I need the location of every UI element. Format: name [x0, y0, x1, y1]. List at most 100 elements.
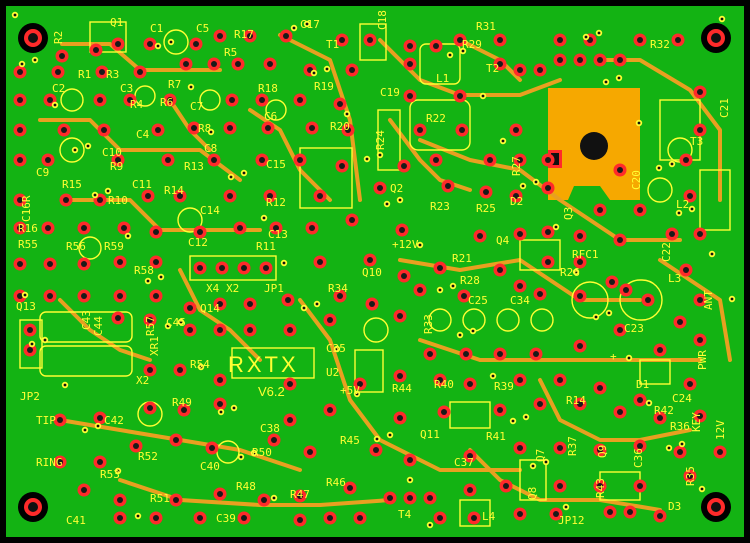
through-hole-pad	[363, 253, 377, 267]
component-designator: PWR	[696, 350, 709, 370]
through-hole-pad	[613, 233, 627, 247]
component-designator: KEY	[690, 412, 703, 432]
through-hole-pad	[513, 63, 527, 77]
through-hole-pad	[593, 203, 607, 217]
through-hole-pad	[173, 363, 187, 377]
through-hole-pad	[111, 153, 125, 167]
through-hole-pad	[207, 57, 221, 71]
component-designator: C17	[300, 18, 320, 31]
component-designator: R24	[374, 130, 387, 150]
through-hole-pad	[437, 405, 451, 419]
component-designator: Q2	[390, 182, 403, 195]
through-hole-pad	[455, 123, 469, 137]
through-hole-pad	[269, 221, 283, 235]
component-designator: C16R	[20, 195, 33, 222]
through-hole-pad	[341, 123, 355, 137]
through-hole-pad	[305, 121, 319, 135]
through-hole-pad	[111, 311, 125, 325]
component-designator: R34	[328, 282, 348, 295]
through-hole-pad	[255, 153, 269, 167]
through-hole-pad	[593, 479, 607, 493]
through-hole-pad	[233, 221, 247, 235]
through-hole-pad	[213, 297, 227, 311]
component-designator: R29	[462, 38, 482, 51]
through-hole-pad	[13, 65, 27, 79]
component-designator: R45	[340, 434, 360, 447]
through-hole-pad	[413, 283, 427, 297]
through-hole-pad	[533, 287, 547, 301]
through-hole-pad	[93, 411, 107, 425]
component-designator: T1	[326, 38, 339, 51]
component-designator: RING	[36, 456, 63, 469]
through-hole-pad	[373, 181, 387, 195]
through-hole-pad	[393, 309, 407, 323]
through-hole-pad	[513, 279, 527, 293]
through-hole-pad	[77, 257, 91, 271]
through-hole-pad	[613, 163, 627, 177]
component-designator: C19	[380, 86, 400, 99]
component-designator: X2	[226, 282, 239, 295]
component-designator: R11	[256, 240, 276, 253]
component-designator: R23	[430, 200, 450, 213]
through-hole-pad	[231, 57, 245, 71]
component-designator: C23	[624, 322, 644, 335]
component-designator: Q14	[200, 302, 220, 315]
through-hole-pad	[213, 487, 227, 501]
through-hole-pad	[149, 225, 163, 239]
component-designator: C15	[266, 158, 286, 171]
through-hole-pad	[305, 221, 319, 235]
through-hole-pad	[133, 65, 147, 79]
through-hole-pad	[623, 505, 637, 519]
component-designator: D1	[636, 378, 649, 391]
component-designator: R26	[560, 266, 580, 279]
through-hole-pad	[143, 401, 157, 415]
through-hole-pad	[169, 493, 183, 507]
component-designator: R50	[252, 446, 272, 459]
through-hole-pad	[353, 511, 367, 525]
through-hole-pad	[345, 213, 359, 227]
component-designator: R46	[326, 476, 346, 489]
component-designator: R57	[144, 316, 157, 336]
through-hole-pad	[43, 257, 57, 271]
through-hole-pad	[343, 481, 357, 495]
through-hole-pad	[243, 323, 257, 337]
through-hole-pad	[283, 323, 297, 337]
through-hole-pad	[293, 93, 307, 107]
through-hole-pad	[163, 93, 177, 107]
component-designator: ANT	[702, 290, 715, 310]
component-designator: R40	[434, 378, 454, 391]
through-hole-pad	[193, 225, 207, 239]
component-designator: R41	[486, 430, 506, 443]
component-designator: C36	[632, 448, 645, 468]
component-designator: C42	[104, 414, 124, 427]
through-hole-pad	[653, 411, 667, 425]
through-hole-pad	[77, 221, 91, 235]
through-hole-pad	[441, 179, 455, 193]
component-designator: X2	[136, 374, 149, 387]
component-designator: C41	[66, 514, 86, 527]
through-hole-pad	[263, 57, 277, 71]
through-hole-pad	[573, 397, 587, 411]
component-designator: 12V	[714, 420, 727, 440]
through-hole-pad	[213, 323, 227, 337]
through-hole-pad	[423, 347, 437, 361]
component-designator: R1	[78, 68, 91, 81]
through-hole-pad	[679, 153, 693, 167]
through-hole-pad	[553, 479, 567, 493]
component-designator: JP2	[20, 390, 40, 403]
through-hole-pad	[259, 261, 273, 275]
through-hole-pad	[467, 511, 481, 525]
component-designator: R39	[494, 380, 514, 393]
component-designator: +12V	[392, 238, 419, 251]
through-hole-pad	[189, 37, 203, 51]
component-designator: L4	[482, 510, 496, 523]
through-hole-pad	[113, 493, 127, 507]
through-hole-pad	[553, 373, 567, 387]
component-designator: Q9	[596, 445, 609, 458]
component-designator: L1	[436, 72, 449, 85]
through-hole-pad	[463, 483, 477, 497]
through-hole-pad	[223, 189, 237, 203]
through-hole-pad	[335, 159, 349, 173]
through-hole-pad	[293, 489, 307, 503]
